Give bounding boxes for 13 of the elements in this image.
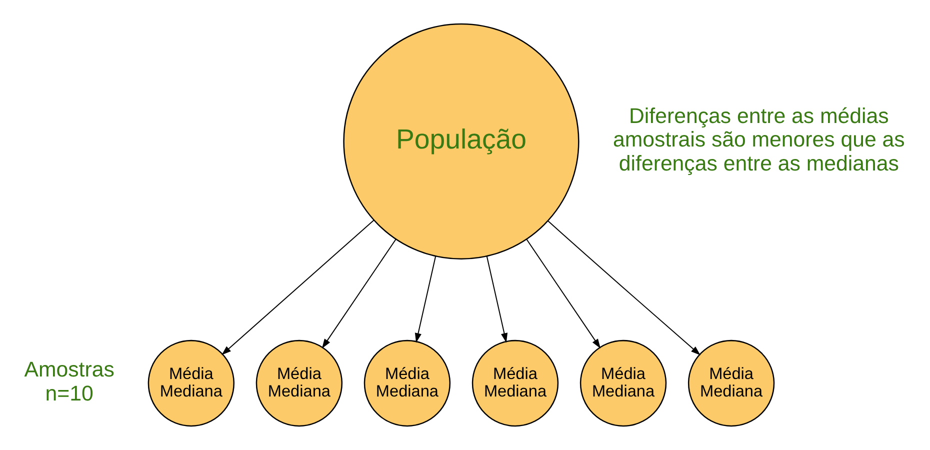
label: Amostras n=10 [24, 357, 114, 406]
arrow [414, 256, 436, 343]
node-circle: Média Mediana [472, 340, 559, 427]
arrow [526, 239, 601, 348]
arrow [486, 256, 508, 343]
node-circle: Média Mediana [688, 340, 775, 427]
arrow [222, 220, 374, 356]
node-circle: Média Mediana [148, 340, 234, 427]
node-circle: População [343, 23, 580, 260]
label: Diferenças entre as médias amostrais são menores que as diferenças entre as medianas [613, 104, 905, 176]
arrow [548, 220, 700, 356]
node-circle: Média Mediana [364, 340, 451, 427]
arrow [322, 239, 396, 348]
